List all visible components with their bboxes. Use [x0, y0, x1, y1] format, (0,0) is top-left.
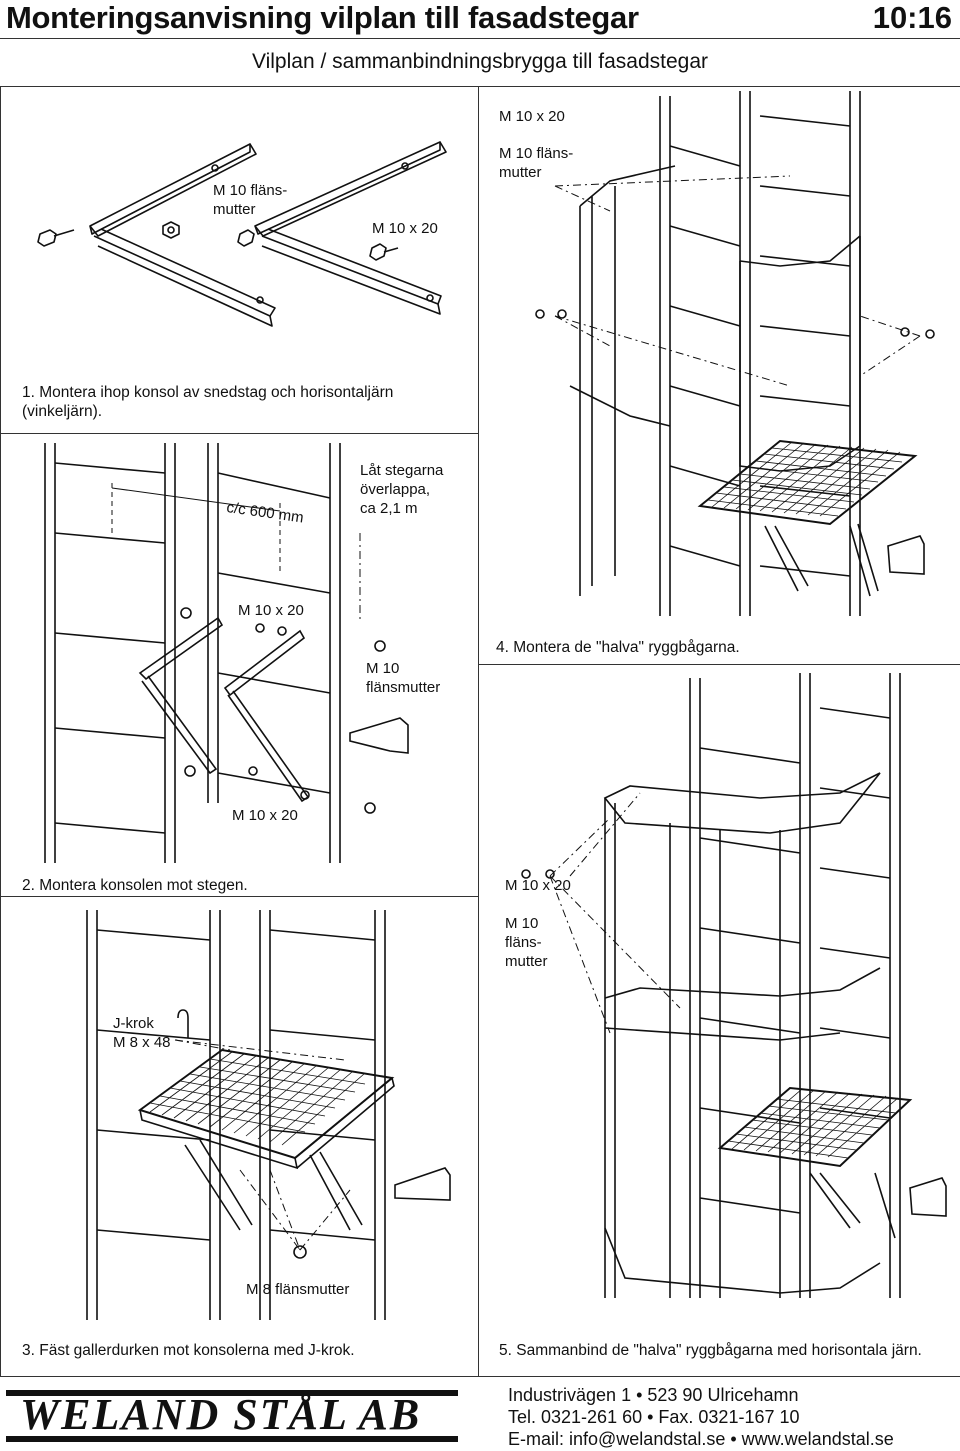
step4-bolt-label: M 10 x 20 [499, 108, 565, 125]
address-line-2: Tel. 0321-261 60 • Fax. 0321-167 10 [508, 1407, 800, 1427]
step2-caption: 2. Montera konsolen mot stegen. [22, 877, 248, 894]
address-line-3: E-mail: info@welandstal.se • www.welands… [508, 1429, 894, 1449]
address-line-1: Industrivägen 1 • 523 90 Ulricehamn [508, 1385, 799, 1405]
step5-bolt-label: M 10 x 20 [505, 877, 571, 894]
panel-divider-left [0, 86, 1, 1376]
step5-caption: 5. Sammanbind de "halva" ryggbågarna med… [499, 1342, 922, 1359]
page-number: 10:16 [872, 0, 952, 35]
step5-flange-nut-label: M 10 fläns- mutter [505, 915, 548, 970]
weland-logo: WELAND STÅL AB [6, 1388, 458, 1442]
step5-cage-drawing [521, 673, 947, 1298]
company-address: Industrivägen 1 • 523 90 Ulricehamn Tel.… [508, 1384, 894, 1450]
panel-divider-right [478, 664, 960, 665]
step2-bolt-top-label: M 10 x 20 [238, 602, 304, 619]
step2-overlap-label: Låt stegarna överlappa, ca 2,1 m [360, 462, 444, 517]
step3-platform-drawing [86, 910, 451, 1320]
step1-caption: 1. Montera ihop konsol av snedstag och h… [22, 384, 394, 420]
step3-nut-label: M 8 flänsmutter [246, 1281, 350, 1298]
step2-flange-nut-label: M 10 flänsmutter [366, 660, 441, 696]
step2-ladder-drawing [44, 443, 409, 863]
panel-divider-row2 [0, 896, 478, 897]
step1-bolt-label: M 10 x 20 [372, 220, 438, 237]
header-rule-top [0, 38, 960, 39]
step4-flange-nut-label: M 10 fläns- mutter [499, 145, 574, 181]
document-subtitle: Vilplan / sammanbindningsbrygga till fas… [251, 50, 709, 73]
footer-rule [0, 1376, 960, 1377]
step4-cage-drawing [535, 91, 935, 616]
header-rule-bottom [0, 86, 960, 87]
step1-bracket-drawing [37, 141, 447, 327]
panel-divider-center [478, 86, 479, 1376]
step4-caption: 4. Montera de "halva" ryggbågarna. [496, 639, 740, 656]
panel-divider-row1 [0, 433, 478, 434]
step3-jhook-label: J-krok M 8 x 48 [113, 1015, 171, 1051]
step2-bolt-bottom-label: M 10 x 20 [232, 807, 298, 824]
logo-text: WELAND STÅL AB [20, 1390, 422, 1439]
step1-flange-nut-label: M 10 fläns- mutter [213, 182, 288, 218]
document-title: Monteringsanvisning vilplan till fasadst… [6, 0, 639, 35]
step3-caption: 3. Fäst gallerdurken mot konsolerna med … [22, 1342, 355, 1359]
